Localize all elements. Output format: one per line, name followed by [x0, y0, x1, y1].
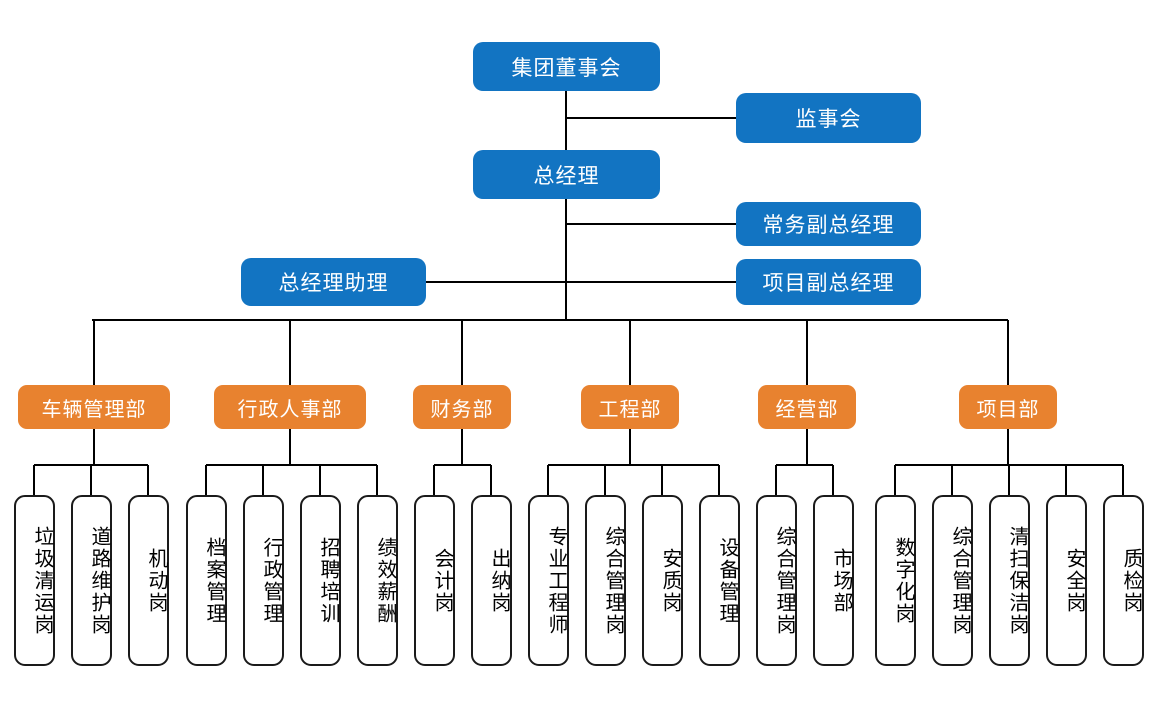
exec-node-exec-vp[interactable]: 常务副总经理: [736, 202, 921, 246]
department-node-vehicle[interactable]: 车辆管理部: [18, 385, 170, 429]
position-node-label: 行政管理: [260, 536, 284, 625]
position-node-prj-general-mgmt[interactable]: 综合管理岗: [932, 495, 973, 666]
position-node-archive-mgmt[interactable]: 档案管理: [186, 495, 227, 666]
position-node-label: 市场部: [830, 547, 854, 614]
position-node-label: 安全岗: [1063, 547, 1087, 614]
position-node-label: 设备管理: [716, 536, 740, 625]
position-node-safety-quality[interactable]: 安质岗: [642, 495, 683, 666]
position-node-cashier[interactable]: 出纳岗: [471, 495, 512, 666]
position-node-quality-check[interactable]: 质检岗: [1103, 495, 1144, 666]
position-node-equipment-mgmt[interactable]: 设备管理: [699, 495, 740, 666]
position-node-label: 安质岗: [659, 547, 683, 614]
position-node-label: 质检岗: [1120, 547, 1144, 614]
position-node-label: 招聘培训: [317, 536, 341, 625]
position-node-label: 清扫保洁岗: [1006, 525, 1030, 636]
department-node-operation[interactable]: 经营部: [758, 385, 856, 429]
position-node-label: 数字化岗: [892, 536, 916, 625]
position-node-motor-pool[interactable]: 机动岗: [128, 495, 169, 666]
position-node-label: 垃圾清运岗: [31, 525, 55, 636]
position-node-safety-post[interactable]: 安全岗: [1046, 495, 1087, 666]
department-node-project[interactable]: 项目部: [959, 385, 1057, 429]
department-node-engineer[interactable]: 工程部: [581, 385, 679, 429]
position-node-accounting[interactable]: 会计岗: [414, 495, 455, 666]
position-node-label: 档案管理: [203, 536, 227, 625]
position-node-label: 综合管理岗: [602, 525, 626, 636]
position-node-admin-mgmt[interactable]: 行政管理: [243, 495, 284, 666]
position-node-label: 道路维护岗: [88, 525, 112, 636]
position-node-label: 绩效薪酬: [374, 536, 398, 625]
position-node-pro-engineer[interactable]: 专业工程师: [528, 495, 569, 666]
position-node-label: 综合管理岗: [773, 525, 797, 636]
department-node-admin-hr[interactable]: 行政人事部: [214, 385, 366, 429]
position-node-label: 专业工程师: [545, 525, 569, 636]
position-node-waste-removal[interactable]: 垃圾清运岗: [14, 495, 55, 666]
position-node-ops-general-mgmt[interactable]: 综合管理岗: [756, 495, 797, 666]
position-node-cleaning[interactable]: 清扫保洁岗: [989, 495, 1030, 666]
position-node-road-maintain[interactable]: 道路维护岗: [71, 495, 112, 666]
exec-node-gm-assistant[interactable]: 总经理助理: [241, 258, 426, 306]
exec-node-project-vp[interactable]: 项目副总经理: [736, 259, 921, 305]
exec-node-supervisory[interactable]: 监事会: [736, 93, 921, 143]
position-node-label: 机动岗: [145, 547, 169, 614]
position-node-digitalization[interactable]: 数字化岗: [875, 495, 916, 666]
position-node-recruit-train[interactable]: 招聘培训: [300, 495, 341, 666]
position-node-label: 综合管理岗: [949, 525, 973, 636]
position-node-eng-general-mgmt[interactable]: 综合管理岗: [585, 495, 626, 666]
position-node-label: 出纳岗: [488, 547, 512, 614]
position-node-market-dept[interactable]: 市场部: [813, 495, 854, 666]
position-node-label: 会计岗: [431, 547, 455, 614]
department-node-finance[interactable]: 财务部: [413, 385, 511, 429]
exec-node-general-manager[interactable]: 总经理: [473, 150, 660, 199]
position-node-perf-comp[interactable]: 绩效薪酬: [357, 495, 398, 666]
exec-node-board[interactable]: 集团董事会: [473, 42, 660, 91]
